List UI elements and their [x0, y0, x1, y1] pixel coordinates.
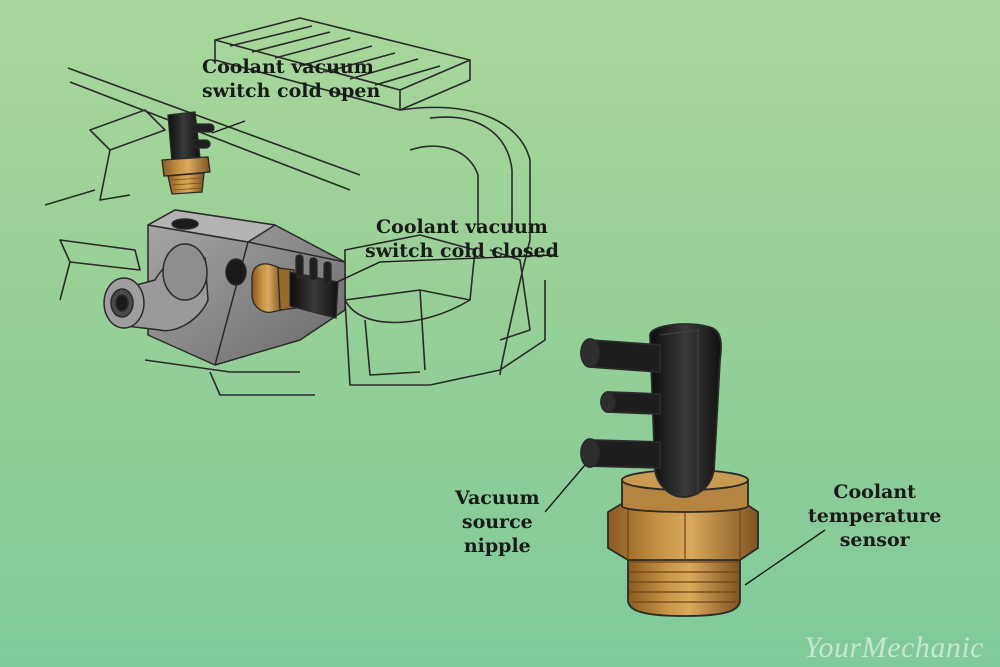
- label-cold-closed-line1: Coolant vacuum: [376, 216, 548, 238]
- label-vacuum-nipple-line2: source: [461, 511, 533, 533]
- label-cold-open-line2: switch cold open: [202, 80, 381, 102]
- thermostat-housing: [103, 209, 346, 366]
- label-temp-sensor-line2: temperature: [808, 505, 942, 527]
- label-temp-sensor: Coolant temperature sensor: [808, 480, 941, 552]
- label-temp-sensor-line1: Coolant: [833, 481, 916, 503]
- label-vacuum-nipple-line3: nipple: [463, 535, 531, 557]
- label-temp-sensor-line3: sensor: [839, 529, 910, 551]
- label-vacuum-nipple: Vacuum source nipple: [455, 486, 540, 558]
- leader-temp-sensor: [744, 529, 826, 586]
- label-cold-open: Coolant vacuum switch cold open: [202, 55, 380, 103]
- label-cold-open-line1: Coolant vacuum: [202, 56, 374, 78]
- switch-cold-open: [161, 111, 215, 195]
- leader-cold-open: [211, 120, 246, 134]
- coolant-temperature-sensor-large: [580, 323, 759, 617]
- label-cold-closed-line2: switch cold closed: [365, 240, 559, 262]
- switch-cold-closed: [251, 254, 339, 319]
- label-cold-closed: Coolant vacuum switch cold closed: [365, 215, 559, 263]
- leader-cold-closed: [334, 254, 556, 284]
- label-vacuum-nipple-line1: Vacuum: [455, 487, 540, 509]
- engine-outline: [44, 17, 546, 396]
- leader-lines: [211, 120, 826, 586]
- watermark-logo: YourMechanic: [804, 631, 984, 664]
- leader-vacuum-nipple: [544, 464, 586, 513]
